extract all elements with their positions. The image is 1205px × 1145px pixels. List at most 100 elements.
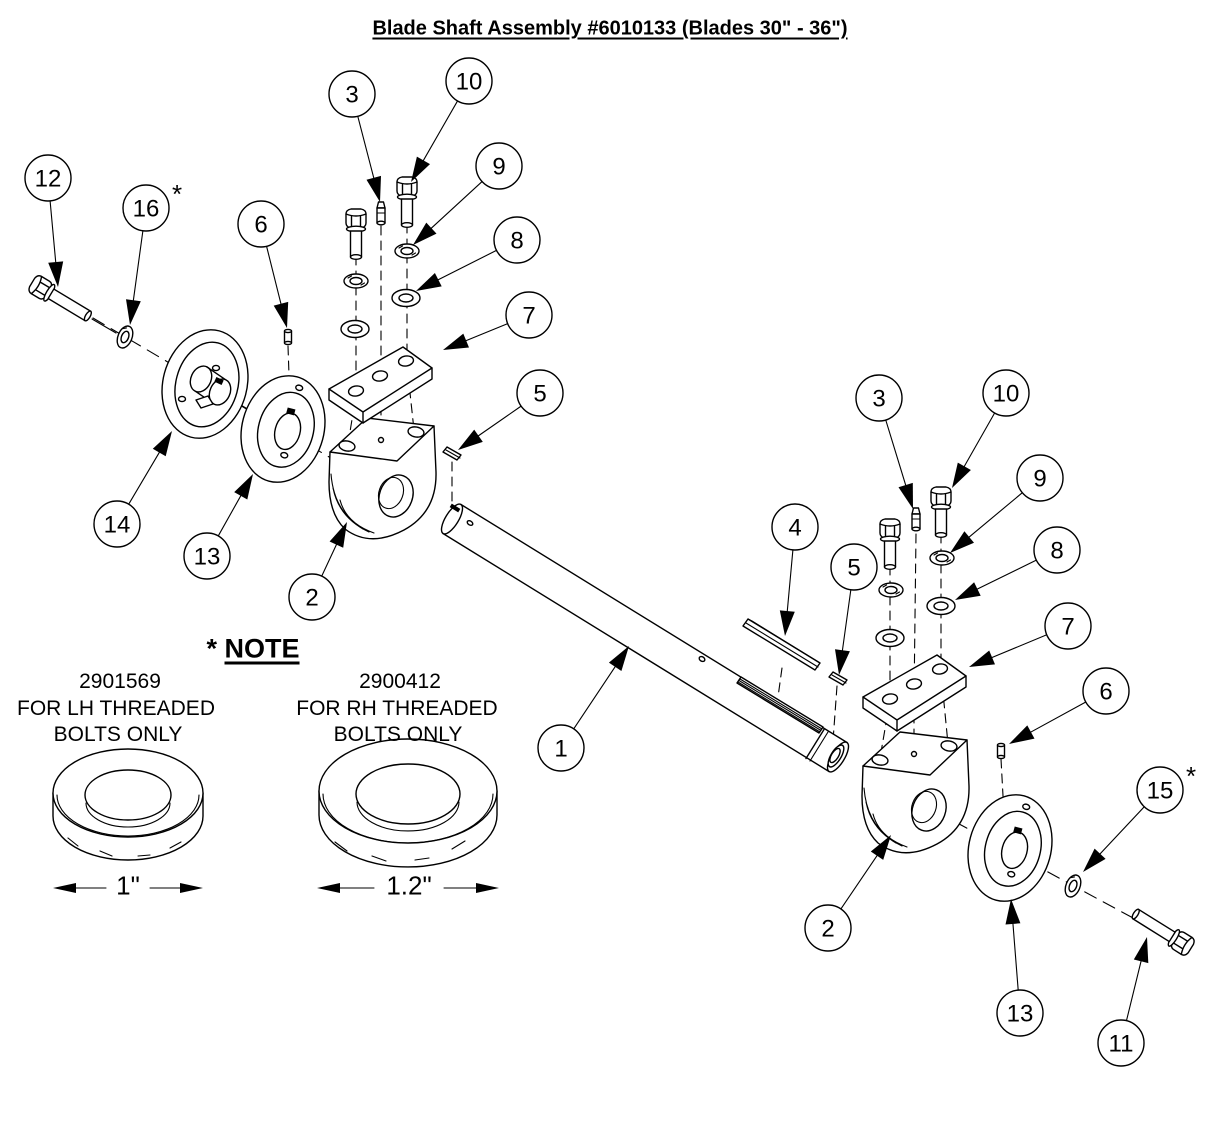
callout-leader bbox=[1026, 701, 1087, 735]
callout-arrowhead bbox=[329, 522, 347, 548]
callout-leader bbox=[132, 230, 144, 305]
callout-arrowhead bbox=[1005, 899, 1021, 925]
callout-number: 10 bbox=[993, 381, 1020, 408]
callout-arrowhead bbox=[48, 261, 64, 287]
key-5-right bbox=[828, 671, 848, 686]
callout-balloon-9 bbox=[1016, 454, 1064, 502]
lh-part-number: 2901569 bbox=[79, 670, 161, 693]
callout-balloon-7 bbox=[505, 291, 553, 339]
lh-dimension-label: 1" bbox=[116, 870, 140, 901]
callout-number: 12 bbox=[35, 166, 62, 193]
callout-balloon-4 bbox=[771, 503, 819, 551]
lock-washer-16 bbox=[113, 323, 137, 351]
callout-number: 7 bbox=[1061, 614, 1074, 641]
callout-balloon-9 bbox=[475, 142, 523, 190]
callout-arrowhead bbox=[458, 429, 483, 450]
callout-leader bbox=[266, 245, 283, 309]
callout-balloon-10 bbox=[982, 369, 1030, 417]
callout-number: 11 bbox=[1109, 1031, 1134, 1058]
callout-balloon-2 bbox=[288, 573, 336, 621]
callout-balloon-13 bbox=[996, 989, 1044, 1037]
hex-bolt-11 bbox=[1127, 903, 1197, 958]
callout-number: 15 bbox=[1147, 778, 1174, 805]
callout-arrowhead bbox=[411, 156, 430, 182]
callout-number: 10 bbox=[456, 69, 483, 96]
hub-disc-14 bbox=[161, 329, 249, 439]
callout-leader bbox=[840, 851, 880, 910]
lh-note-line1: FOR LH THREADED bbox=[17, 697, 215, 720]
note-asterisk: * bbox=[206, 633, 217, 664]
callout-number: 8 bbox=[510, 228, 523, 255]
callout-arrowhead bbox=[969, 650, 995, 667]
callout-arrowhead bbox=[952, 462, 971, 488]
callout-balloon-15 bbox=[1136, 766, 1184, 814]
callout-arrowhead bbox=[1133, 937, 1149, 964]
note-heading-text: NOTE bbox=[224, 633, 300, 664]
callout-arrowhead bbox=[950, 531, 974, 553]
lh-note-line2: BOLTS ONLY bbox=[53, 723, 183, 746]
set-screw-6-left bbox=[283, 328, 293, 346]
callout-balloon-16 bbox=[122, 184, 170, 232]
set-screw-3-right bbox=[911, 507, 921, 532]
callout-balloon-7 bbox=[1044, 602, 1092, 650]
callout-number: 4 bbox=[788, 515, 801, 542]
callout-number: 3 bbox=[872, 386, 885, 413]
callout-balloon-8 bbox=[1033, 526, 1081, 574]
callout-balloon-12 bbox=[24, 154, 72, 202]
callout-leader bbox=[357, 115, 376, 183]
dimension-lh bbox=[53, 883, 203, 893]
hex-bolt-12 bbox=[26, 273, 96, 327]
callout-leader bbox=[217, 491, 244, 537]
dimension-rh bbox=[317, 883, 499, 893]
callout-number: 9 bbox=[492, 154, 505, 181]
callout-leader bbox=[434, 249, 498, 283]
callout-leader bbox=[973, 559, 1037, 592]
set-screw-6-right bbox=[996, 742, 1006, 760]
callout-arrowhead bbox=[366, 175, 381, 202]
callout-leader bbox=[128, 448, 162, 505]
callout-number: 13 bbox=[1007, 1001, 1034, 1028]
callout-number: 9 bbox=[1033, 466, 1046, 493]
callout-balloon-2 bbox=[804, 904, 852, 952]
callout-leader bbox=[961, 412, 996, 471]
callout-balloon-14 bbox=[93, 500, 141, 548]
callout-number: 6 bbox=[254, 212, 267, 239]
mount-plate-right bbox=[862, 654, 967, 732]
bearing-housing-left bbox=[328, 417, 437, 540]
callout-arrowhead bbox=[416, 273, 442, 291]
callout-balloon-8 bbox=[493, 216, 541, 264]
callout-leader bbox=[427, 181, 483, 232]
callout-number: 1 bbox=[554, 736, 567, 763]
callout-number: 5 bbox=[533, 381, 546, 408]
callout-leader bbox=[987, 634, 1048, 660]
callout-leader bbox=[965, 492, 1023, 541]
key-4 bbox=[742, 618, 821, 671]
callout-arrowhead bbox=[1009, 725, 1035, 744]
callout-number: 2 bbox=[821, 916, 834, 943]
callout-arrowhead bbox=[443, 333, 469, 350]
callout-balloon-6 bbox=[1082, 667, 1130, 715]
callout-arrowhead bbox=[1083, 848, 1106, 872]
callout-number: 6 bbox=[1099, 679, 1112, 706]
set-screw-3-left bbox=[376, 201, 386, 226]
note-heading: * NOTE bbox=[206, 634, 299, 665]
note-washer-lh bbox=[52, 748, 204, 861]
callout-balloon-5 bbox=[516, 369, 564, 417]
callout-arrowhead bbox=[835, 649, 850, 675]
callout-leader bbox=[420, 100, 459, 165]
callout-number: 13 bbox=[194, 544, 221, 571]
callout-number: 8 bbox=[1050, 538, 1063, 565]
note-washer-rh bbox=[318, 738, 498, 868]
callout-arrowhead bbox=[898, 482, 913, 509]
callout-balloon-13 bbox=[183, 532, 231, 580]
callout-balloon-3 bbox=[855, 374, 903, 422]
blade-shaft bbox=[440, 503, 850, 773]
callout-number: 14 bbox=[104, 512, 131, 539]
callout-leader bbox=[321, 540, 339, 577]
callout-number: 3 bbox=[345, 82, 358, 109]
callout-leader bbox=[885, 419, 908, 490]
callout-arrowhead bbox=[234, 474, 253, 500]
lock-washer-15 bbox=[1061, 872, 1085, 900]
